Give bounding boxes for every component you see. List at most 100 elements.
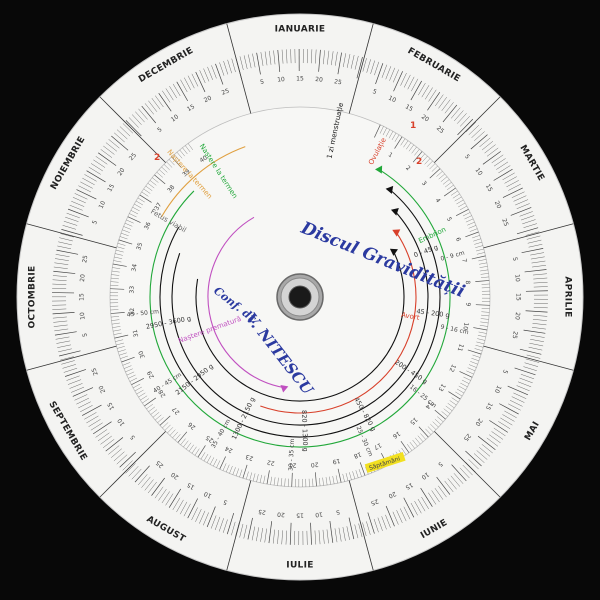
day-tick	[457, 113, 467, 124]
day-tick	[165, 88, 174, 101]
day-tick	[80, 181, 93, 189]
day-tick	[172, 83, 181, 97]
day-number: 5	[156, 126, 164, 134]
day-number: 20	[473, 417, 483, 427]
day-number: 25	[90, 367, 99, 377]
week-tick	[444, 182, 452, 188]
week-tick	[110, 277, 119, 280]
day-tick	[520, 215, 535, 221]
day-number: 5	[129, 433, 137, 441]
week-tick	[168, 159, 175, 166]
day-tick	[528, 244, 543, 248]
week-number: 33	[128, 286, 135, 294]
day-number: 15	[106, 183, 116, 193]
week-number: 18	[353, 450, 363, 459]
day-tick	[513, 195, 527, 202]
day-tick	[88, 166, 101, 175]
week-tick	[120, 232, 129, 236]
day-tick	[144, 479, 154, 491]
week-tick	[110, 311, 125, 314]
grommet-hole	[288, 285, 312, 309]
day-tick	[281, 49, 284, 64]
week-tick	[116, 342, 124, 346]
day-tick	[191, 507, 198, 521]
week-tick	[434, 409, 446, 420]
week-tick	[401, 447, 407, 455]
day-number: 20	[79, 274, 87, 282]
week-tick	[134, 386, 142, 392]
day-tick	[59, 350, 81, 357]
week-tick	[149, 180, 157, 186]
day-number: 5	[260, 79, 265, 87]
day-number: 10	[315, 510, 323, 518]
week-tick	[312, 478, 314, 487]
week-tick	[110, 288, 125, 290]
week-tick	[325, 477, 328, 486]
weeks-highlight-box	[364, 452, 406, 473]
day-tick	[524, 362, 539, 367]
week-tick	[148, 406, 156, 412]
week-tick	[115, 339, 124, 342]
day-tick	[523, 223, 537, 228]
day-tick	[529, 342, 544, 347]
day-tick	[155, 95, 164, 108]
day-tick	[311, 49, 313, 64]
week-tick	[403, 140, 409, 148]
week-tick	[463, 376, 471, 381]
day-tick	[76, 397, 90, 405]
week-tick	[112, 263, 127, 267]
day-tick	[84, 174, 97, 182]
day-tick	[57, 245, 72, 250]
day-number: 5	[436, 460, 444, 468]
day-tick	[509, 400, 523, 407]
day-tick	[498, 421, 511, 429]
prematur-arc	[207, 216, 285, 389]
day-tick	[491, 431, 504, 440]
day-tick	[530, 339, 544, 342]
week-tick	[111, 270, 120, 273]
week-tick	[414, 149, 420, 156]
day-number: 15	[484, 401, 494, 411]
day-tick	[420, 487, 433, 507]
day-tick	[389, 67, 396, 81]
week-tick	[425, 428, 432, 435]
week-tick	[412, 151, 423, 163]
day-tick	[102, 439, 115, 448]
day-tick	[367, 512, 375, 534]
day-tick	[468, 125, 479, 136]
day-tick	[493, 427, 506, 437]
day-tick	[54, 328, 69, 332]
day-tick	[459, 467, 470, 479]
week-tick	[114, 334, 129, 339]
week-tick	[137, 197, 145, 203]
day-number: 20	[170, 470, 180, 480]
day-tick	[55, 336, 70, 340]
week-tick	[246, 471, 249, 480]
marker-two: 2	[416, 157, 422, 167]
week-tick	[475, 345, 484, 348]
day-tick	[314, 530, 317, 545]
day-tick	[180, 79, 188, 93]
week-tick	[385, 129, 390, 137]
week-tick	[266, 470, 270, 485]
day-tick	[392, 69, 399, 83]
day-tick	[251, 526, 255, 541]
day-tick	[219, 62, 225, 76]
day-tick	[61, 360, 75, 365]
day-number: 5	[463, 153, 471, 161]
day-tick	[527, 239, 542, 244]
day-tick	[168, 488, 182, 508]
day-number: 15	[296, 76, 304, 83]
week-number: 1	[387, 151, 394, 159]
week-tick	[176, 152, 183, 159]
week-tick	[412, 439, 418, 447]
day-tick	[451, 464, 467, 482]
day-tick	[381, 64, 388, 78]
week-tick	[259, 474, 262, 483]
week-tick	[408, 144, 414, 152]
day-tick	[362, 522, 367, 537]
week-tick	[374, 124, 381, 138]
month-divider	[99, 431, 166, 498]
